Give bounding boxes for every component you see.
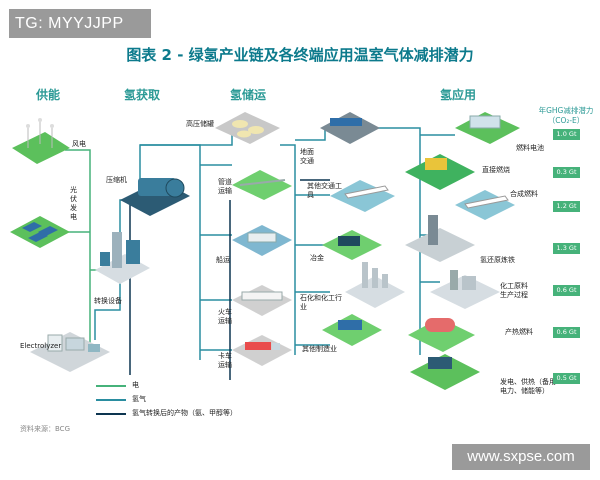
diagram-title: 图表 2 - 绿氢产业链及各终端应用温室气体减排潜力 bbox=[126, 46, 474, 64]
legend-hydrogen-label: 氢气 bbox=[132, 395, 146, 403]
ghg-badge-power-heat: 0.5 Gt bbox=[553, 373, 580, 384]
legend-derivative-swatch bbox=[96, 413, 126, 415]
legend-electricity-swatch bbox=[96, 385, 126, 387]
watermark-top-left: TG: MYYJJPP bbox=[9, 9, 151, 38]
hydrogen-lines bbox=[94, 122, 455, 369]
label-ship: 船运 bbox=[216, 256, 230, 264]
label-dri: 氢还原炼铁 bbox=[480, 256, 515, 264]
ghg-badge-fuel-cell: 1.0 Gt bbox=[553, 129, 580, 140]
label-direct-combustion: 直接燃烧 bbox=[482, 166, 510, 174]
truck-illustration bbox=[232, 335, 292, 366]
label-truck: 卡车运输 bbox=[218, 352, 232, 369]
label-compressor: 压缩机 bbox=[106, 176, 127, 184]
ghg-title-line2: （CO₂-E） bbox=[547, 116, 585, 125]
dri-illustration bbox=[405, 215, 475, 262]
electrolyzer-illustration bbox=[30, 332, 110, 372]
heat-fuel-illustration bbox=[408, 318, 475, 352]
label-power-heat: 发电、供热（备用电力、储能等） bbox=[500, 378, 556, 395]
synthetic-fuel-illustration bbox=[455, 190, 515, 220]
chemical-feedstock-illustration bbox=[430, 270, 500, 309]
petrochemical-illustration bbox=[345, 262, 405, 308]
label-pipeline: 管道运输 bbox=[218, 178, 232, 195]
label-electrolyzer: Electrolyzer bbox=[20, 342, 62, 350]
direct-combustion-illustration bbox=[405, 154, 475, 190]
ghg-badge-heat-fuel: 0.6 Gt bbox=[553, 327, 580, 338]
compressor-illustration bbox=[120, 178, 190, 216]
other-manufacturing-illustration bbox=[322, 314, 382, 346]
label-train: 火车运输 bbox=[218, 308, 232, 325]
column-head-production: 氢获取 bbox=[124, 88, 161, 102]
high-pressure-tank-illustration bbox=[215, 112, 280, 144]
label-wind: 风电 bbox=[72, 140, 86, 148]
ghg-title: 年GHG减排潜力 （CO₂-E） bbox=[535, 106, 597, 126]
metallurgy-illustration bbox=[322, 230, 382, 260]
legend-hydrogen-swatch bbox=[96, 399, 126, 401]
label-road-transport: 地面交通 bbox=[300, 148, 314, 165]
column-head-application: 氢应用 bbox=[440, 88, 477, 102]
ghg-badge-dri: 1.3 Gt bbox=[553, 243, 580, 254]
column-head-storage: 氢储运 bbox=[230, 88, 267, 102]
derivative-lines bbox=[129, 179, 330, 380]
label-petrochem: 石化和化工行业 bbox=[300, 294, 342, 311]
power-heat-illustration bbox=[410, 354, 480, 390]
label-metallurgy: 冶金 bbox=[310, 254, 324, 262]
label-high-pressure: 高压储罐 bbox=[186, 120, 214, 128]
ghg-badge-direct-combustion: 0.3 Gt bbox=[553, 167, 580, 178]
watermark-bottom-right: www.sxpse.com bbox=[452, 444, 590, 470]
label-other-manufacturing: 其他制造业 bbox=[302, 345, 337, 353]
column-head-supply: 供能 bbox=[36, 88, 61, 102]
label-synthetic-fuel: 合成燃料 bbox=[510, 190, 538, 198]
ghg-title-line1: 年GHG减排潜力 bbox=[538, 106, 594, 115]
fuel-cell-illustration bbox=[455, 112, 520, 144]
label-other-transport: 其他交通工具 bbox=[307, 182, 342, 199]
solar-farm-illustration bbox=[10, 216, 70, 248]
label-conversion: 转换设备 bbox=[94, 297, 122, 305]
ship-illustration bbox=[232, 225, 292, 256]
label-fuel-cell: 燃料电池 bbox=[516, 144, 544, 152]
label-heat-fuel: 产热燃料 bbox=[505, 328, 533, 336]
ghg-badge-synthetic-fuel: 1.2 Gt bbox=[553, 201, 580, 212]
ghg-badge-chem-feedstock: 0.6 Gt bbox=[553, 285, 580, 296]
wind-farm-illustration bbox=[12, 118, 70, 164]
source-note: 资料来源：BCG bbox=[20, 425, 70, 433]
train-illustration bbox=[232, 285, 292, 316]
legend-derivative-label: 氢气转换后的产物（氨、甲醇等） bbox=[132, 409, 237, 417]
label-chem-feedstock: 化工原料生产过程 bbox=[500, 282, 528, 299]
legend-electricity-label: 电 bbox=[132, 381, 139, 389]
pipeline-illustration bbox=[232, 170, 292, 200]
conversion-equipment-illustration bbox=[95, 232, 150, 284]
road-transport-illustration bbox=[320, 112, 380, 144]
label-solar: 光伏发电 bbox=[70, 186, 77, 221]
other-transport-illustration bbox=[330, 180, 395, 212]
